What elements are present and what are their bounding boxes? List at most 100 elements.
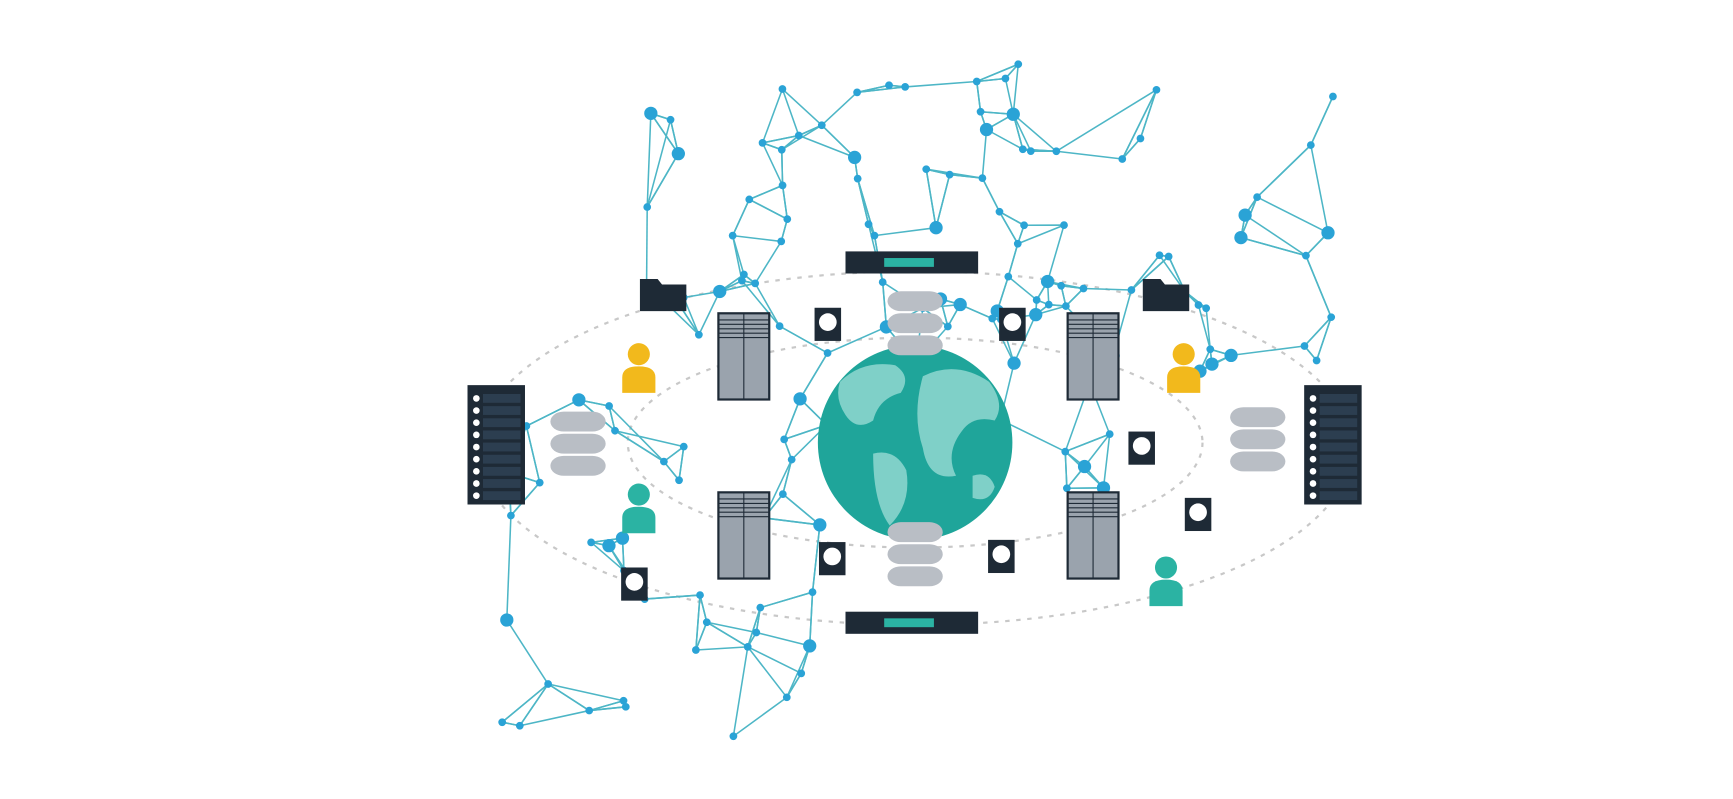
tower-bay: [1319, 466, 1358, 476]
tower-bay: [1319, 393, 1358, 403]
mesh-node: [864, 220, 873, 229]
mesh-node: [1205, 357, 1219, 371]
mesh-node: [1026, 147, 1035, 155]
mesh-node: [1321, 226, 1335, 240]
mesh-link: [644, 594, 701, 600]
tower-led: [473, 419, 480, 427]
mesh-node: [500, 613, 514, 627]
hard-drive-icon: [814, 307, 842, 341]
mesh-node: [643, 203, 652, 211]
mesh-node: [544, 680, 552, 688]
mesh-link: [614, 430, 665, 463]
mesh-node: [870, 231, 879, 240]
mesh-link: [608, 405, 616, 431]
mesh-link: [925, 169, 937, 228]
hard-drive-icon: [621, 567, 648, 601]
mesh-link: [706, 621, 749, 648]
mesh-node: [515, 721, 524, 730]
mesh-link: [926, 168, 950, 176]
mesh-node: [1020, 221, 1028, 230]
mesh-link: [1102, 434, 1111, 488]
mesh-node: [780, 435, 789, 444]
tower-led: [1309, 431, 1317, 439]
mesh-node: [675, 476, 683, 485]
mesh-node: [535, 478, 544, 487]
mesh-node: [978, 174, 987, 182]
mesh-link: [1083, 433, 1111, 467]
user-icon: [622, 483, 656, 534]
mesh-link: [1303, 316, 1332, 347]
folder-shape: [639, 279, 687, 312]
mesh-node: [694, 330, 703, 339]
network-switch-icon: [845, 251, 979, 274]
user-icon: [1149, 556, 1183, 607]
mesh-node: [644, 106, 658, 120]
mesh-node: [1127, 286, 1136, 294]
mesh-link: [999, 211, 1025, 226]
server-tower-icon: [1304, 385, 1362, 505]
mesh-node: [853, 88, 861, 97]
db-disk: [887, 522, 943, 543]
mesh-link: [780, 149, 784, 186]
mesh-link: [614, 429, 684, 448]
mesh-node: [1164, 252, 1173, 261]
mesh-link: [1256, 196, 1329, 234]
switch-ports: [884, 618, 934, 628]
tower-led: [1309, 455, 1317, 463]
tower-led: [1309, 443, 1317, 451]
mesh-link: [706, 621, 757, 634]
tower-bay: [1319, 479, 1358, 488]
db-disk: [887, 544, 943, 565]
mesh-link: [811, 524, 821, 593]
mesh-node: [1014, 60, 1023, 69]
tower-bay: [482, 393, 521, 403]
tower-led: [473, 407, 480, 414]
hard-drive-icon: [988, 539, 1015, 574]
mesh-link: [1055, 89, 1157, 152]
user-body: [622, 366, 656, 393]
mesh-node: [751, 279, 760, 288]
mesh-link: [506, 619, 549, 685]
mesh-node: [1096, 481, 1111, 495]
tower-bay: [482, 454, 521, 464]
tower-led: [473, 492, 480, 499]
server-tower-icon: [467, 385, 525, 505]
user-head: [627, 343, 650, 366]
mesh-node: [929, 221, 943, 235]
mesh-link: [781, 88, 800, 136]
mesh-node: [1040, 274, 1055, 289]
mesh-node: [803, 639, 817, 653]
mesh-node: [1224, 348, 1238, 363]
mesh-link: [827, 326, 887, 354]
mesh-link: [646, 153, 680, 208]
mesh-node: [615, 531, 630, 545]
mesh-node: [729, 732, 738, 741]
mesh-node: [808, 588, 817, 597]
db-disk: [550, 455, 606, 476]
mesh-link: [699, 594, 708, 623]
drive-platter: [818, 313, 837, 331]
tower-bay: [1319, 406, 1358, 415]
mesh-node: [847, 150, 862, 165]
mesh-link: [732, 696, 788, 737]
tower-led: [1309, 407, 1317, 414]
mesh-link: [695, 621, 708, 651]
mesh-link: [763, 517, 820, 526]
mesh-link: [1310, 144, 1329, 233]
tower-led: [473, 431, 480, 439]
tower-led: [473, 455, 480, 463]
tower-bay: [1319, 418, 1358, 428]
mesh-link: [799, 352, 829, 400]
mesh-link: [698, 291, 721, 336]
mesh-link: [747, 646, 788, 698]
mesh-link: [1056, 150, 1123, 160]
mesh-node: [605, 402, 613, 410]
mesh-link: [782, 493, 821, 526]
mesh-node: [1194, 301, 1203, 309]
mesh-link: [905, 80, 977, 88]
mesh-node: [778, 490, 787, 498]
mesh-link: [663, 445, 685, 463]
mesh-node: [787, 455, 796, 464]
folder-shape: [1142, 279, 1190, 312]
